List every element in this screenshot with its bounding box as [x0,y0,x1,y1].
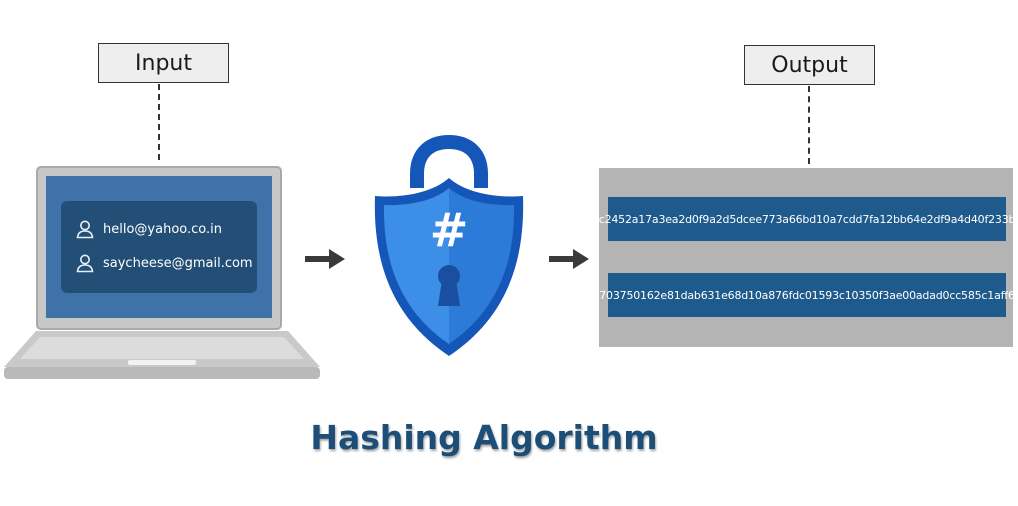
credentials-card: hello@yahoo.co.in saycheese@gmail.com [61,201,257,293]
user-icon [76,254,94,273]
input-label: Input [98,43,229,83]
hash-symbol: # [430,203,469,257]
hash-output: c2452a17a3ea2d0f9a2d5dcee773a66bd10a7cdd… [599,197,1015,241]
credential-row: hello@yahoo.co.in [75,219,222,239]
credential-text: hello@yahoo.co.in [103,221,222,237]
padlock-shield-icon: # [374,134,524,356]
laptop-base [4,331,320,379]
arrow-right-icon [305,249,345,269]
diagram-title: Hashing Algorithm [0,418,1018,457]
arrow-right-icon [549,249,589,269]
diagram-title-text: Hashing Algorithm [310,418,658,457]
user-icon [76,220,94,239]
input-connector [158,84,160,160]
output-label: Output [744,45,875,85]
credential-text: saycheese@gmail.com [103,255,253,271]
credential-row: saycheese@gmail.com [75,253,253,273]
hash-output: 703750162e81dab631e68d10a876fdc01593c103… [599,273,1015,317]
output-connector [808,86,810,164]
output-panel: c2452a17a3ea2d0f9a2d5dcee773a66bd10a7cdd… [599,168,1015,347]
